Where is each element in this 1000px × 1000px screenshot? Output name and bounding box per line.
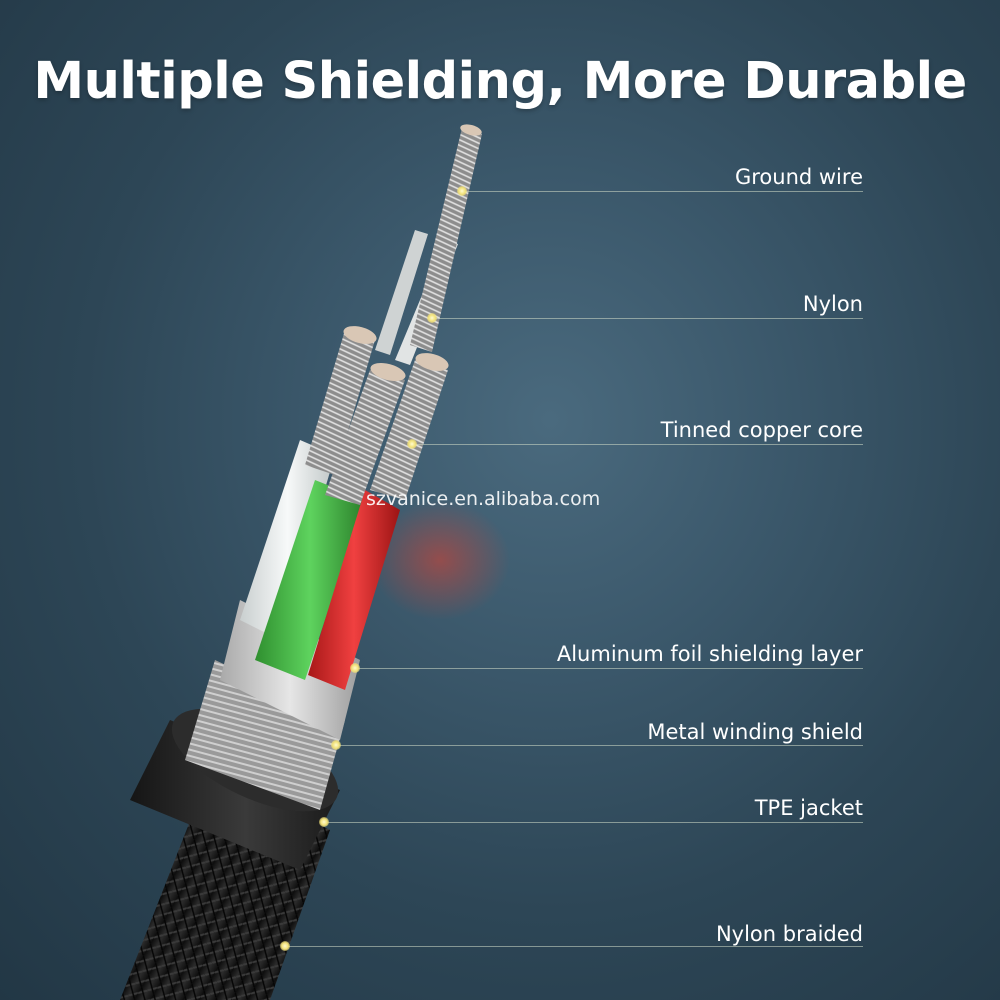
callout-line-nylon-braided (285, 946, 863, 947)
callout-dot-aluminum-foil (350, 663, 360, 673)
copper-core-3-end (415, 353, 449, 371)
callout-dot-ground-wire (457, 186, 467, 196)
label-nylon: Nylon (802, 292, 863, 316)
callout-line-tinned-copper (412, 444, 863, 445)
red-wire (308, 490, 400, 690)
green-wire (255, 480, 365, 680)
ground-wire-end (460, 124, 482, 136)
callout-dot-nylon-braided (280, 941, 290, 951)
label-metal-winding: Metal winding shield (647, 720, 863, 744)
callout-dot-tinned-copper (407, 439, 417, 449)
copper-core-1 (305, 330, 375, 475)
callout-line-tpe-jacket (324, 822, 863, 823)
copper-core-2-end (370, 362, 406, 382)
label-tinned-copper-core: Tinned copper core (660, 418, 863, 442)
white-wire (240, 440, 335, 640)
label-aluminum-foil: Aluminum foil shielding layer (556, 642, 863, 666)
callout-line-nylon (432, 318, 863, 319)
callout-dot-metal-winding (331, 740, 341, 750)
callout-line-ground-wire (463, 191, 863, 192)
callout-line-metal-winding (336, 745, 863, 746)
label-ground-wire: Ground wire (734, 165, 863, 189)
watermark: szvanice.en.alibaba.com (366, 488, 601, 510)
label-nylon-braided: Nylon braided (715, 922, 863, 946)
red-glow (370, 500, 510, 620)
tpe-jacket-layer (130, 720, 340, 870)
metal-winding-layer (185, 660, 345, 810)
callout-line-aluminum-foil (355, 668, 863, 669)
ground-wire-strand (410, 128, 482, 352)
copper-core-3 (370, 360, 448, 500)
callout-dot-tpe-jacket (319, 817, 329, 827)
copper-core-2 (325, 370, 405, 505)
callout-dot-nylon (427, 313, 437, 323)
label-tpe-jacket: TPE jacket (754, 796, 863, 820)
page-title: Multiple Shielding, More Durable (33, 52, 967, 111)
copper-core-1-end (343, 326, 377, 344)
nylon-thread-1 (375, 230, 428, 355)
